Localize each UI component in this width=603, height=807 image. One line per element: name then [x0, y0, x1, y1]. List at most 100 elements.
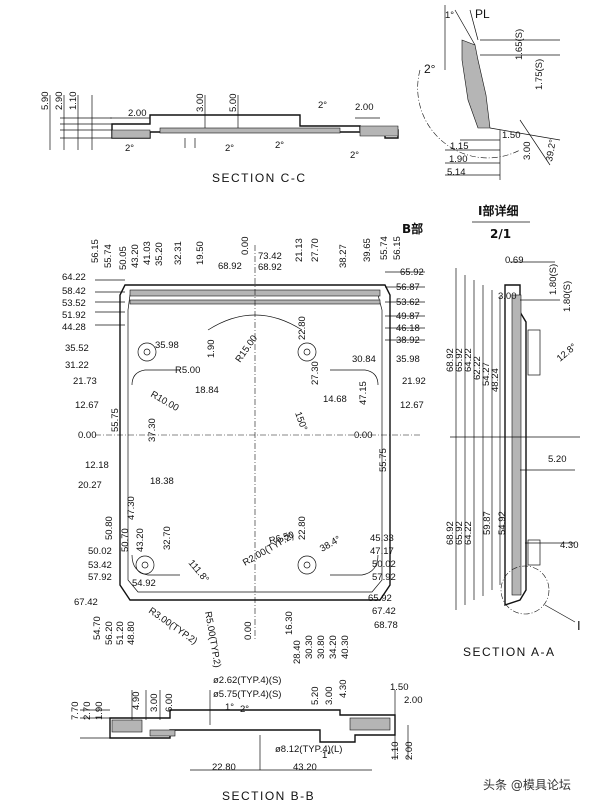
- bb-dim-110: 1.10: [390, 742, 401, 761]
- plan-top-4320: 43.20: [130, 244, 141, 268]
- pl-dim-190: 1.90: [449, 154, 468, 165]
- detail-i-marker: I: [577, 618, 581, 633]
- plan-top-6892-b: 68.92: [258, 262, 282, 273]
- pl-dim-115: 1.15: [450, 141, 469, 152]
- plan-bot-4030: 40.30: [340, 635, 351, 659]
- bb-angle-1a: 1°: [225, 702, 234, 713]
- watermark: 头条 @模具论坛: [483, 778, 571, 792]
- aa-dim-6592-bot: 65.92: [454, 521, 465, 545]
- plan-inner-150deg: 150°: [292, 410, 309, 432]
- pl-label: PL: [475, 7, 490, 21]
- aa-dim-6592-top: 65.92: [454, 348, 465, 372]
- aa-dim-6892-top: 68.92: [445, 348, 456, 372]
- detail-title-line1: I部详细: [478, 203, 518, 218]
- plan-top-3965: 39.65: [362, 238, 373, 262]
- cc-dim-500: 5.00: [228, 94, 239, 113]
- plan-left-6422: 64.22: [62, 272, 86, 283]
- plan-top-6892-a: 68.92: [218, 261, 242, 272]
- bb-angle-2: 2°: [240, 704, 249, 715]
- pl-dim-300: 3.00: [522, 142, 533, 161]
- plan-bot-4880: 48.80: [126, 621, 137, 645]
- plan-top-2113: 21.13: [294, 238, 305, 262]
- plan-left-3552: 35.52: [65, 343, 89, 354]
- pl-angle-392: 39.2°: [544, 138, 559, 162]
- plan-inner-3084: 30.84: [352, 354, 376, 365]
- plan-left-2173: 21.73: [73, 376, 97, 387]
- detail-title: I部详细 2/1: [472, 203, 530, 241]
- plan-right-5362: 53.62: [396, 297, 420, 308]
- plan-top-5005: 50.05: [118, 246, 129, 270]
- plan-inner-4320: 43.20: [135, 528, 146, 552]
- section-bb: 7.70 2.70 1.90 4.90 3.00 6.00 ø2.62(TYP.…: [70, 675, 423, 803]
- aa-dim-180s-a: 1.80(S): [548, 264, 559, 295]
- pl-dim-150: 1.50: [502, 130, 521, 141]
- plan-view: 56.15 55.74 50.05 43.20 41.03 35.20 32.3…: [62, 221, 426, 669]
- plan-inner-3270: 32.70: [162, 526, 173, 550]
- plan-right-4533: 45.33: [370, 533, 394, 544]
- plan-inner-1118deg: 111.8°: [186, 558, 211, 585]
- plan-top-2770: 27.70: [310, 238, 321, 262]
- aa-dim-4824: 48.24: [490, 368, 501, 392]
- plan-inner-3598: 35.98: [155, 340, 179, 351]
- plan-inner-5080: 50.80: [104, 516, 115, 540]
- plan-inner-r1500: R15.00: [233, 333, 260, 364]
- bb-dim-300-m: 3.00: [324, 687, 335, 706]
- plan-left-3122: 31.22: [65, 360, 89, 371]
- cc-dim-200-right: 2.00: [355, 102, 374, 113]
- plan-inner-190: 1.90: [206, 340, 217, 359]
- plan-right-5002: 50.02: [372, 559, 396, 570]
- plan-top-4103: 41.03: [142, 241, 153, 265]
- plan-inner-000-bot: 0.00: [243, 622, 254, 641]
- plan-bot-3030: 30.30: [304, 635, 315, 659]
- plan-right-1267: 12.67: [400, 400, 424, 411]
- plan-bot-5620: 56.20: [104, 621, 115, 645]
- aa-dim-6422-bot: 64.22: [463, 521, 474, 545]
- plan-top-1950: 19.50: [195, 241, 206, 265]
- pl-dim-514: 5.14: [447, 167, 466, 178]
- plan-top-5574-r: 55.74: [379, 236, 390, 260]
- plan-right-4618: 46.18: [396, 323, 420, 334]
- plan-top-000: 0.00: [240, 237, 251, 256]
- plan-inner-5070: 50.70: [120, 528, 131, 552]
- pl-angle-2: 2°: [424, 62, 436, 76]
- plan-inner-2280-top: 22.80: [297, 316, 308, 340]
- cc-angle-5: 2°: [350, 150, 359, 161]
- plan-top-3827: 38.27: [338, 244, 349, 268]
- bb-dim-d575: ø5.75(TYP.4)(S): [213, 689, 281, 700]
- plan-left-1267: 12.67: [75, 400, 99, 411]
- bb-dim-200-bot: 2.00: [404, 742, 415, 761]
- plan-right-6878: 68.78: [374, 620, 398, 631]
- plan-left-5842: 58.42: [62, 286, 86, 297]
- cc-dim-300: 3.00: [195, 94, 206, 113]
- plan-inner-1468: 14.68: [323, 394, 347, 405]
- plan-right-6592-a: 65.92: [400, 267, 424, 278]
- plan-inner-5492: 54.92: [132, 578, 156, 589]
- section-cc: 5.90 2.90 1.10 2.00 3.00 5.00 2.00 2° 2°…: [40, 92, 399, 185]
- plan-left-000: 0.00: [78, 430, 97, 441]
- cc-angle-4: 2°: [318, 100, 327, 111]
- plan-right-6592-b: 65.92: [368, 593, 392, 604]
- bb-dim-600: 6.00: [164, 694, 175, 713]
- cc-dim-290: 2.90: [54, 92, 65, 111]
- plan-top-5574-l: 55.74: [103, 244, 114, 268]
- bb-dim-490: 4.90: [131, 692, 142, 711]
- section-cc-title: SECTION C-C: [212, 171, 307, 185]
- bb-dim-200-top: 2.00: [404, 695, 423, 706]
- cc-angle-3: 2°: [275, 140, 284, 151]
- aa-dim-430: 4.30: [560, 540, 579, 551]
- plan-left-5002: 50.02: [88, 546, 112, 557]
- plan-right-6742: 67.42: [372, 606, 396, 617]
- plan-top-7342: 73.42: [258, 251, 282, 262]
- b-part-label: B部: [402, 221, 423, 236]
- plan-bot-3420: 34.20: [328, 635, 339, 659]
- bb-dim-520: 5.20: [310, 687, 321, 706]
- section-aa-title: SECTION A-A: [463, 645, 556, 659]
- plan-top-5615-l: 56.15: [90, 239, 101, 263]
- cc-dim-110: 1.10: [68, 92, 79, 111]
- plan-left-5342: 53.42: [88, 560, 112, 571]
- plan-inner-1884: 18.84: [195, 385, 219, 396]
- bb-dim-430: 4.30: [338, 680, 349, 699]
- plan-bot-2840: 28.40: [292, 640, 303, 664]
- plan-right-5792: 57.92: [372, 572, 396, 583]
